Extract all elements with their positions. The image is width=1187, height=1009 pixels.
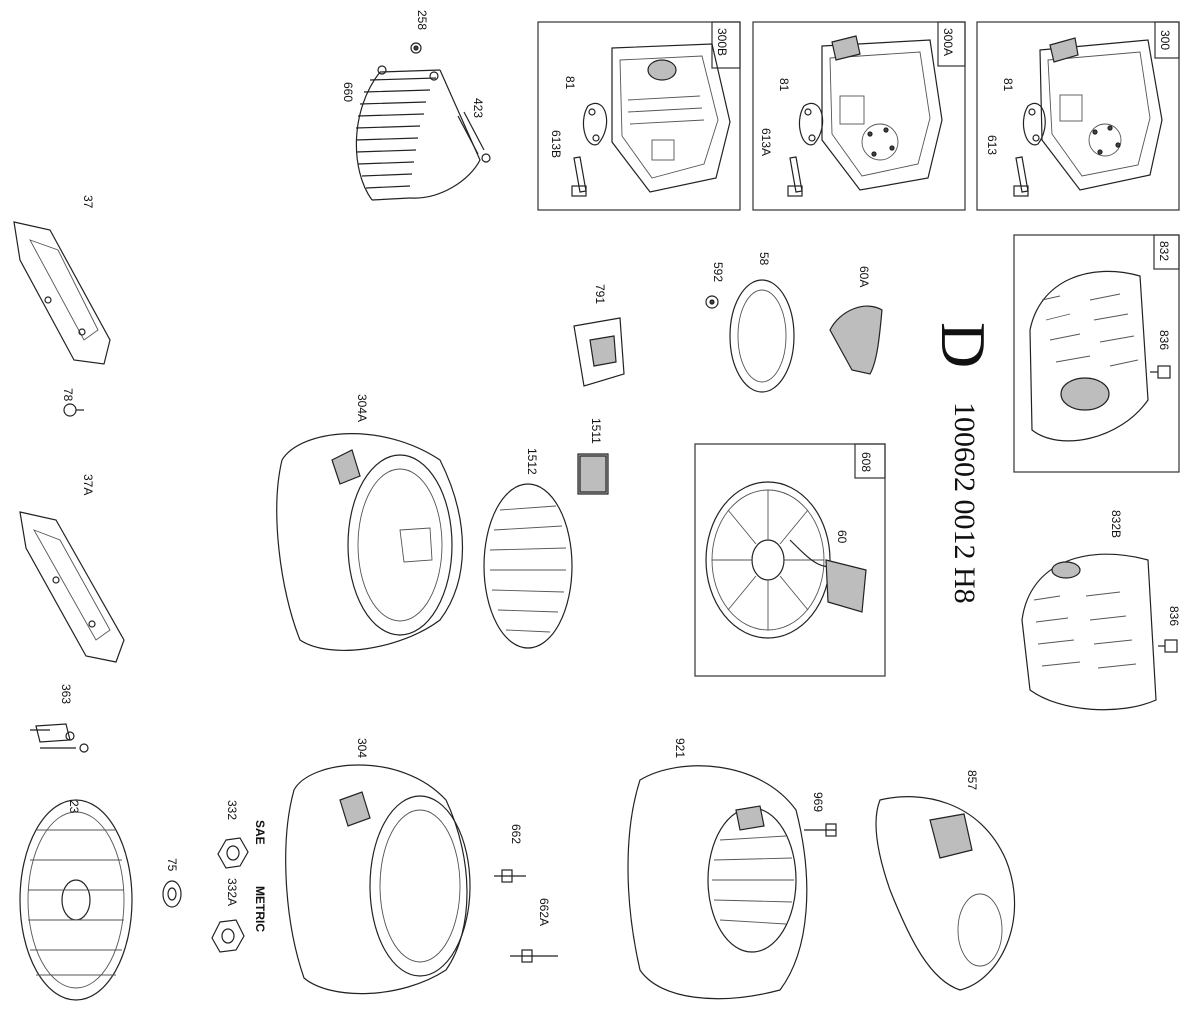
rewind-starter-608 [705,481,831,639]
stud-613 [1013,156,1029,197]
box-608-tag: 608 [859,452,873,472]
blower-housing-300 [1039,37,1163,191]
nut-332 [217,837,249,869]
guard-rail-660 [355,65,491,201]
callout-662: 662 [509,824,523,844]
callout-60: 60 [835,530,849,544]
stud-613b [571,156,587,197]
gasket-81-a [1023,102,1046,146]
callout-592: 592 [711,262,725,282]
box-300a-tag: 300A [941,28,955,56]
callout-613b: 613B [549,130,563,158]
label-metric: METRIC [253,886,267,932]
air-cleaner-791 [573,317,625,387]
callout-81: 81 [563,76,577,90]
stud-662a [510,949,558,963]
box-832-tag: 832 [1157,241,1171,261]
callout-37: 37 [81,195,95,209]
callout-258: 258 [415,10,429,30]
callout-81: 81 [777,78,791,92]
starter-handle-60 [789,539,867,613]
rotating-screen-1512 [483,483,573,649]
label-sae: SAE [253,820,267,845]
callout-836: 836 [1167,606,1181,626]
flywheel-23 [19,799,133,1001]
callout-836: 836 [1157,330,1171,350]
screw-78 [63,403,84,417]
air-guide-37 [13,221,111,365]
section-letter: D [928,322,999,368]
blower-housing-921 [627,765,808,1000]
blower-housing-304 [285,764,471,995]
air-guide-37a [19,511,125,663]
callout-791: 791 [593,284,607,304]
callout-660: 660 [341,82,355,102]
screw-836-b [1158,639,1178,653]
screw-969 [804,823,837,837]
reference-code: 100602 0012 H8 [948,402,981,604]
screw-836-a [1150,365,1171,379]
callout-613: 613 [985,135,999,155]
callout-662a: 662A [537,898,551,926]
box-608: 608 60 [694,443,886,677]
box-300b: 300B 81 613B [537,21,741,211]
callout-78: 78 [61,388,75,402]
callout-332: 332 [225,800,239,820]
blower-housing-304a [276,433,464,651]
blower-housing-300b [611,43,731,193]
callout-921: 921 [673,738,687,758]
callout-423: 423 [471,98,485,118]
callout-75: 75 [165,858,179,872]
callout-969: 969 [811,792,825,812]
washer-75 [162,880,182,908]
callout-304: 304 [355,738,369,758]
muffler-guard-832 [1029,270,1149,442]
box-300: 300 81 613 [976,21,1180,211]
box-832: 832 836 [1013,234,1180,473]
callout-857: 857 [965,770,979,790]
bracket-363 [30,723,89,753]
muffler-guard-832b [1021,553,1157,711]
stud-662 [494,869,526,883]
callout-23: 23 [67,800,81,814]
starter-handle-60a [829,305,883,375]
callout-832b: 832B [1109,510,1123,538]
washer-592 [705,295,719,309]
callout-81: 81 [1001,78,1015,92]
filter-1511 [577,453,609,495]
callout-58: 58 [757,252,771,266]
callout-37a: 37A [81,474,95,495]
nut-258 [410,42,422,54]
cover-857 [875,796,1016,991]
starter-rope-58 [729,279,795,393]
callout-613a: 613A [759,128,773,156]
blower-housing-300a [821,35,943,191]
nut-332a [211,919,245,953]
box-300-tag: 300 [1158,30,1172,50]
callout-1511: 1511 [589,418,603,444]
callout-304a: 304A [355,394,369,422]
callout-332a: 332A [225,878,239,906]
callout-60a: 60A [857,266,871,287]
gasket-81-c [583,102,608,146]
box-300b-tag: 300B [715,28,729,56]
rod-423 [457,111,485,155]
box-300a: 300A 81 613A [752,21,966,211]
callout-363: 363 [59,684,73,704]
gasket-81-b [799,102,824,146]
stud-613a [787,156,803,197]
callout-1512: 1512 [525,448,539,475]
